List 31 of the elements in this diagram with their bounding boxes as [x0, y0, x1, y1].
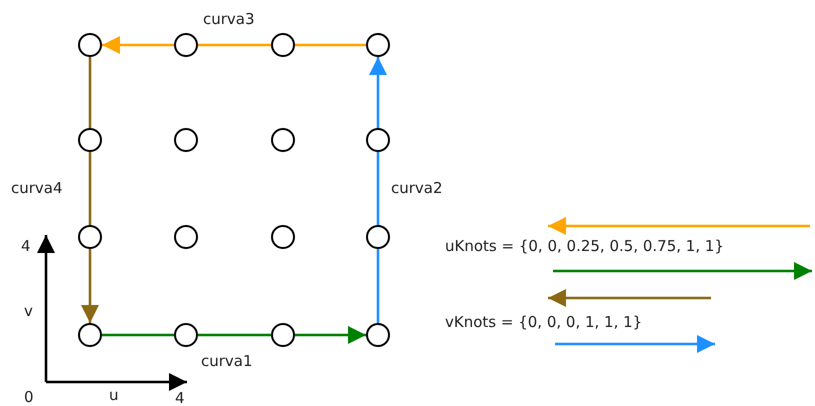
- control-point-circle: [78, 225, 102, 249]
- control-point-circle: [174, 323, 198, 347]
- axis-tick-label: 4: [175, 389, 185, 406]
- control-point-circle: [366, 33, 390, 57]
- axis-tick-label: 0: [24, 388, 34, 406]
- control-point-circle: [78, 323, 102, 347]
- arrow: [102, 36, 174, 54]
- arrow: [369, 57, 387, 128]
- curve-label: curva3: [203, 10, 255, 28]
- control-point-circle: [271, 128, 295, 152]
- curve-label: curva4: [11, 179, 63, 197]
- control-point-circle: [174, 33, 198, 57]
- control-point-circle: [78, 33, 102, 57]
- control-point-circle: [78, 128, 102, 152]
- curve-label: curva1: [201, 352, 253, 370]
- axis-label: v: [24, 302, 33, 320]
- knot-vector-text: uKnots = {0, 0, 0.25, 0.5, 0.75, 1, 1}: [445, 237, 724, 255]
- control-point-circle: [366, 128, 390, 152]
- control-point-circle: [271, 33, 295, 57]
- control-point-circle: [174, 225, 198, 249]
- knot-vector-text: vKnots = {0, 0, 0, 1, 1, 1}: [445, 313, 642, 331]
- control-point-circle: [271, 225, 295, 249]
- curve-label: curva2: [391, 179, 443, 197]
- control-point-circle: [366, 225, 390, 249]
- control-point-circle: [271, 323, 295, 347]
- arrow: [81, 249, 99, 323]
- axis-label: u: [109, 386, 119, 404]
- control-point-circle: [174, 128, 198, 152]
- control-point-circle: [366, 323, 390, 347]
- arrow: [295, 326, 366, 344]
- axis-tick-label: 4: [21, 237, 31, 255]
